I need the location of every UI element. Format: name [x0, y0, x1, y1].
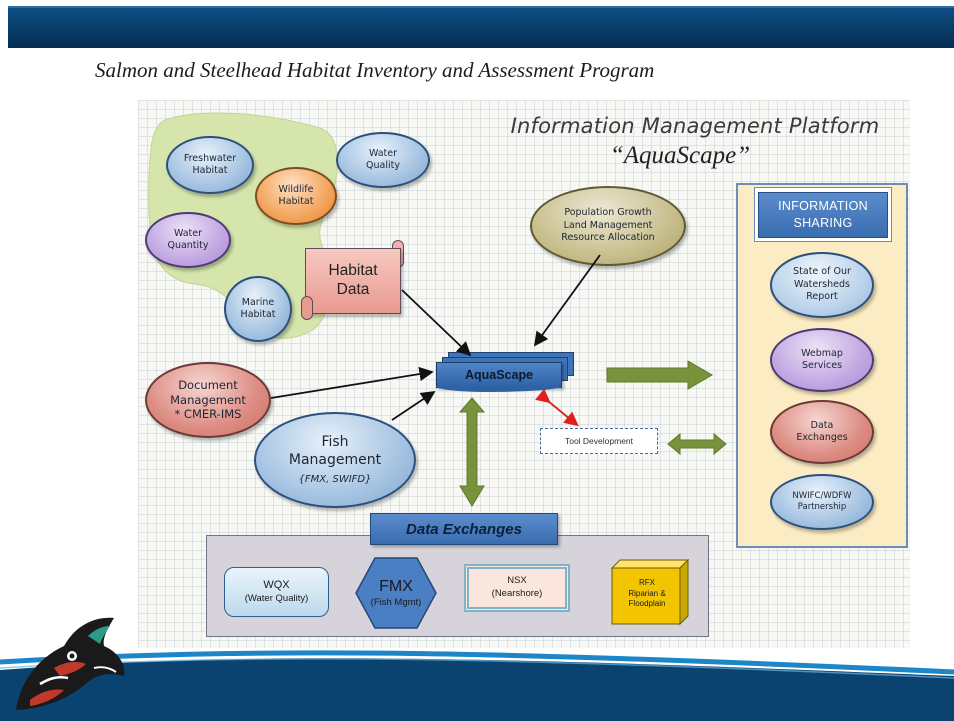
arrow-aquascape-to-sharing — [606, 360, 713, 390]
fmx-hexagon — [355, 557, 437, 629]
arrow-fish-to-aquascape — [391, 391, 436, 421]
data-exchanges-header: Data Exchanges — [370, 513, 558, 545]
arrow-aquascape-to-data-exchanges — [458, 397, 486, 507]
footer-wave — [0, 650, 954, 721]
header-bar — [8, 6, 954, 48]
scroll-curl-icon — [301, 296, 313, 320]
aquascape-stack-layer — [436, 386, 562, 392]
diagram-title: Information Management Platform — [510, 114, 880, 138]
slide-title: Salmon and Steelhead Habitat Inventory a… — [95, 58, 655, 82]
diagram-subtitle: “AquaScape” — [609, 142, 751, 169]
fmx-node[interactable]: FMX(Fish Mgmt) — [370, 577, 422, 609]
tool-development-node[interactable]: Tool Development — [540, 428, 658, 454]
arrow-tool-to-sharing — [667, 432, 727, 456]
arrow-aquascape-tool-development — [535, 388, 579, 427]
wqx-node[interactable]: WQX(Water Quality) — [224, 567, 329, 617]
arrow-document-to-aquascape — [270, 366, 434, 399]
arrow-habitat-to-aquascape — [401, 289, 472, 357]
nsx-node[interactable]: NSX(Nearshore) — [464, 564, 570, 612]
orca-logo-icon — [16, 617, 125, 710]
arrow-population-to-aquascape — [533, 254, 601, 347]
rfx-cube — [610, 558, 690, 626]
